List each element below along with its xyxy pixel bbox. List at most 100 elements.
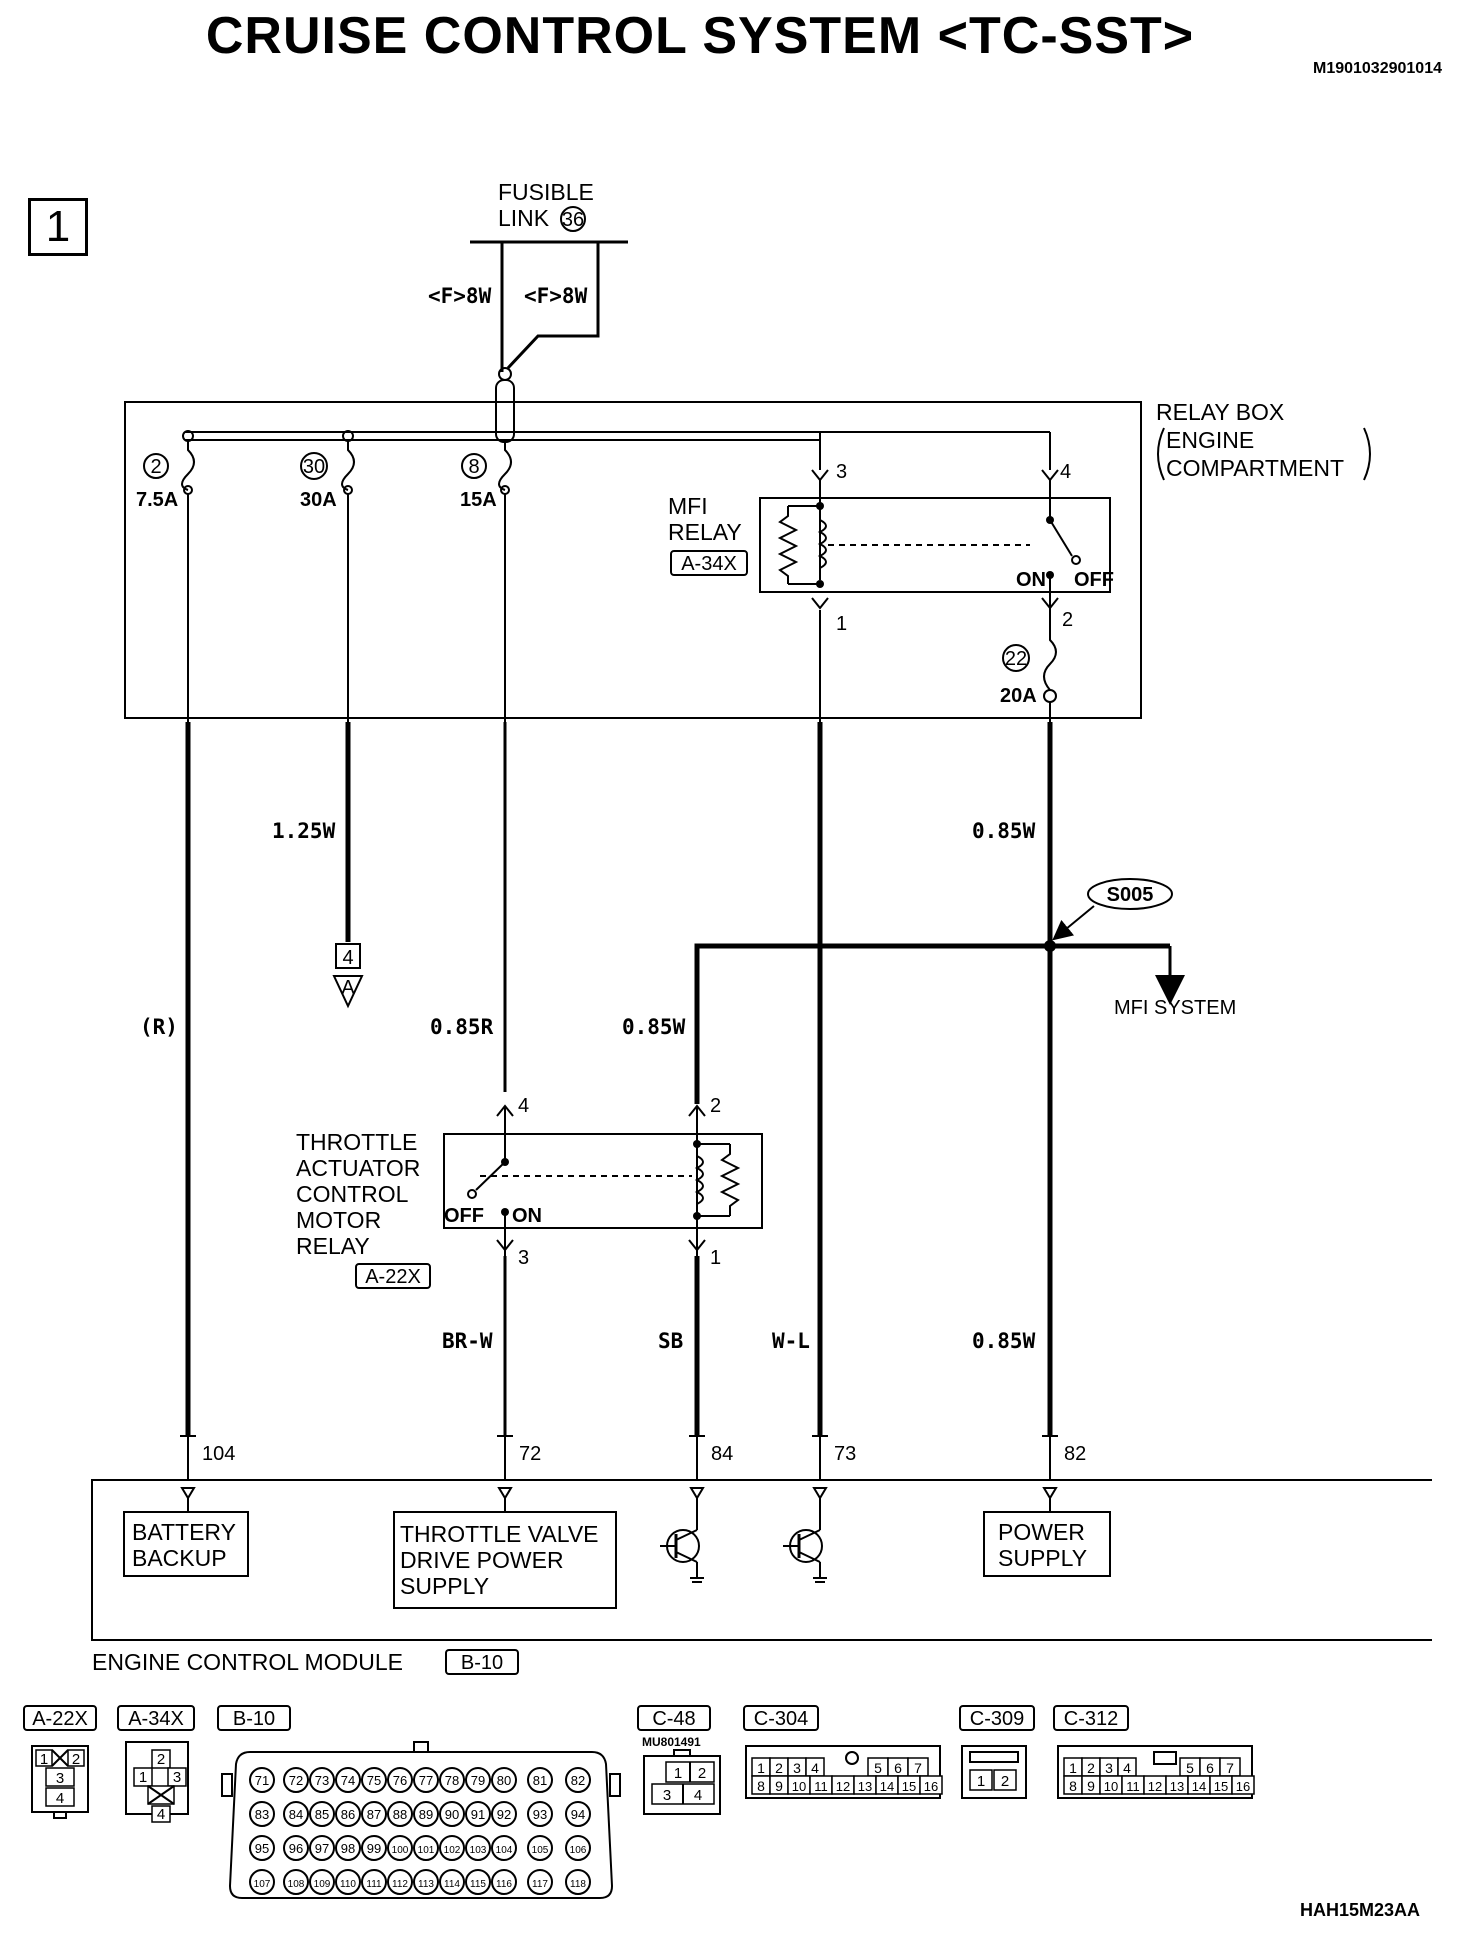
wire-label-0-85w-low: 0.85W	[972, 1329, 1036, 1353]
pin-label: 9	[1087, 1778, 1095, 1794]
b10-pin-label: 114	[444, 1879, 460, 1890]
ecm-pin: 82	[1064, 1443, 1086, 1465]
pin: 4	[56, 1790, 64, 1807]
pin-label: 8	[757, 1778, 765, 1794]
ecm-pin-labels: 104 72 84 73 82	[180, 1435, 1086, 1480]
relay-box-label-3: COMPARTMENT	[1166, 455, 1344, 481]
connector-label: B-10	[233, 1708, 275, 1730]
mfi-relay-on: ON	[1016, 569, 1046, 591]
connector-label: A-34X	[128, 1708, 184, 1730]
b10-pin	[335, 1835, 361, 1861]
throttle-relay-off: OFF	[444, 1205, 484, 1227]
mfi-relay-off: OFF	[1074, 569, 1114, 591]
transistor-84	[660, 1529, 704, 1583]
b10-pin-label: 78	[445, 1773, 459, 1788]
b10-pin-label: 92	[497, 1807, 511, 1822]
throttle-relay-label-5: RELAY	[296, 1233, 370, 1259]
fuse-rating: 20A	[1000, 685, 1037, 707]
connector-label: A-22X	[32, 1708, 88, 1730]
engine-control-module: BATTERY BACKUP THROTTLE VALVE DRIVE POWE…	[91, 1479, 1432, 1675]
b10-pin-label: 106	[570, 1845, 587, 1856]
relay-box: RELAY BOX ENGINE COMPARTMENT 2 7.5A 30 3…	[124, 399, 1371, 719]
mfi-relay-connector-box	[670, 550, 748, 576]
b10-pin	[439, 1869, 465, 1895]
fuse-rating: 15A	[460, 489, 497, 511]
b10-pin-label: 71	[255, 1773, 269, 1788]
b10-pin-label: 94	[571, 1807, 585, 1822]
pin-label: 3	[793, 1760, 801, 1776]
b10-pin	[361, 1869, 387, 1895]
b10-pin	[527, 1767, 553, 1793]
pin-label: 15	[902, 1779, 916, 1794]
b10-pin	[283, 1801, 309, 1827]
throttle-relay-label: THROTTLE	[296, 1129, 417, 1155]
b10-pin	[413, 1801, 439, 1827]
throttle-pin-4: 4	[518, 1095, 529, 1117]
throttle-supply-label-3: SUPPLY	[400, 1573, 489, 1599]
pin: 1	[977, 1773, 985, 1790]
throttle-relay-label-4: MOTOR	[296, 1207, 381, 1233]
b10-pin	[361, 1835, 387, 1861]
ecm-pin: 104	[202, 1443, 235, 1465]
b10-pin	[387, 1767, 413, 1793]
wire-label-w-l: W-L	[772, 1329, 810, 1353]
pin-label: 13	[858, 1779, 872, 1794]
pin: 3	[56, 1770, 64, 1787]
b10-pin-label: 115	[470, 1879, 486, 1890]
ecm-connector: B-10	[461, 1652, 503, 1674]
b10-pin	[491, 1801, 517, 1827]
b10-pin	[309, 1767, 335, 1793]
b10-pin	[387, 1801, 413, 1827]
pin-label: 6	[1206, 1760, 1214, 1776]
b10-pin-label: 99	[367, 1841, 381, 1856]
b10-pin-label: 90	[445, 1807, 459, 1822]
pin: 2	[1001, 1773, 1009, 1790]
connector-label: C-312	[1064, 1708, 1118, 1730]
ecm-connector-box	[445, 1649, 519, 1675]
pin-label: 16	[1236, 1779, 1250, 1794]
fuse-22: 22 20A	[1000, 610, 1057, 707]
fuse-number: 2	[150, 456, 161, 478]
b10-pin	[413, 1767, 439, 1793]
lower-wire-labels: BR-W SB W-L 0.85W	[442, 1329, 1036, 1353]
b10-pin-label: 117	[532, 1879, 548, 1890]
battery-backup-label: BATTERY	[132, 1519, 236, 1545]
b10-pin-label: 81	[533, 1773, 547, 1788]
b10-pin	[565, 1767, 591, 1793]
pin-label: 8	[1069, 1778, 1077, 1794]
power-supply-label: POWER	[998, 1519, 1085, 1545]
wire-branch	[694, 943, 1170, 1104]
page-title: CRUISE CONTROL SYSTEM <TC-SST>	[205, 7, 1195, 65]
b10-pin	[439, 1767, 465, 1793]
pin-label: 10	[792, 1779, 806, 1794]
b10-pin-label: 116	[496, 1879, 512, 1890]
b10-pin-label: 85	[315, 1807, 329, 1822]
ecm-pin: 72	[519, 1443, 541, 1465]
fuse-30: 30 30A	[300, 440, 355, 511]
b10-pin-label: 91	[471, 1807, 485, 1822]
off-page-number: 4	[342, 947, 353, 969]
b10-pin	[249, 1801, 275, 1827]
throttle-pin-1: 1	[710, 1247, 721, 1269]
b10-pin	[465, 1767, 491, 1793]
wire-label-0-85w-top: 0.85W	[972, 819, 1036, 843]
pin-cell	[919, 1775, 943, 1795]
b10-pin-label: 105	[532, 1845, 549, 1856]
mfi-system-label: MFI SYSTEM	[1114, 997, 1236, 1019]
b10-pin	[491, 1869, 517, 1895]
wire-label-0-85r: 0.85R	[430, 1015, 494, 1039]
relay-box-label: RELAY BOX	[1156, 399, 1284, 425]
b10-pin	[309, 1835, 335, 1861]
b10-pin	[465, 1835, 491, 1861]
b10-pin	[361, 1767, 387, 1793]
b10-pin	[565, 1869, 591, 1895]
power-supply-label-2: SUPPLY	[998, 1545, 1087, 1571]
fuse-number: 8	[468, 456, 479, 478]
pin-label: 14	[1192, 1779, 1206, 1794]
wire-label-1-25w: 1.25W	[272, 819, 336, 843]
document-id: M1901032901014	[1312, 60, 1442, 77]
b10-pin	[387, 1869, 413, 1895]
pin: 3	[173, 1769, 181, 1786]
